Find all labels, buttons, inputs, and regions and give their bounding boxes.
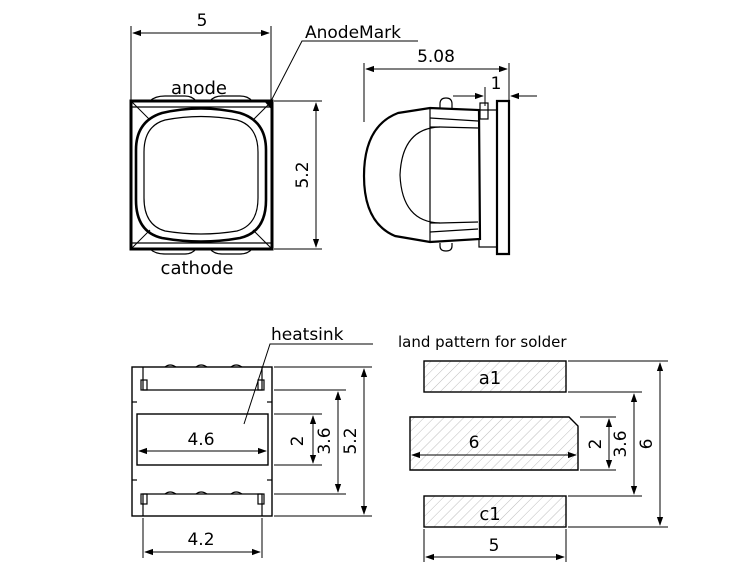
anode-mark-triangle (264, 101, 272, 110)
bottom-view: 4.6 heatsink 4.2 2 3.6 5.2 (131, 325, 373, 558)
heatsink-length-dimension: 4.6 (187, 430, 214, 450)
anode-label: anode (171, 78, 227, 99)
top-lens-inner (143, 115, 259, 235)
top-lens-outer (134, 107, 268, 243)
top-width-dimension: 5 (197, 11, 208, 31)
land-pad-center (409, 416, 579, 471)
land-dim-6: 6 (637, 439, 657, 450)
land-pad-a1-label: a1 (479, 368, 501, 389)
anode-mark-leader (269, 40, 418, 104)
anode-mark-label: AnodeMark (305, 23, 401, 43)
land-dim-2: 2 (586, 439, 606, 450)
land-center-length-dimension: 6 (469, 433, 480, 453)
land-pad-width-dimension: 5 (489, 536, 500, 556)
heatsink-label: heatsink (271, 325, 344, 345)
cathode-label: cathode (161, 258, 234, 279)
bottom-dim-2: 2 (288, 436, 308, 447)
side-dome (362, 106, 482, 244)
side-base-plate (495, 99, 511, 256)
top-height-dimension: 5.2 (293, 161, 313, 188)
land-pad-a1 (423, 360, 567, 393)
land-pattern: land pattern for solder a1 6 c1 5 2 3.6 … (398, 333, 668, 562)
side-flange-dimension: 1 (491, 74, 502, 94)
side-length-dimension: 5.08 (417, 47, 455, 67)
top-package-body (129, 99, 274, 251)
bottom-heatsink (136, 413, 269, 466)
land-pad-c1-label: c1 (479, 504, 500, 525)
top-view: 5 anode cathode AnodeMark 5.2 (129, 11, 418, 279)
land-pad-c1 (423, 495, 567, 528)
heatsink-leader (243, 343, 373, 425)
side-lens-arc (399, 126, 441, 224)
land-dim-3-6: 3.6 (611, 430, 631, 457)
bottom-cathode-pad (142, 493, 263, 516)
side-view: 5.08 1 (362, 47, 537, 256)
bottom-dim-5-2: 5.2 (341, 427, 361, 454)
bottom-dim-3-6: 3.6 (315, 427, 335, 454)
land-pattern-title: land pattern for solder (398, 333, 567, 351)
bottom-pad-width-dimension: 4.2 (187, 530, 214, 550)
bottom-anode-pad (142, 367, 263, 391)
